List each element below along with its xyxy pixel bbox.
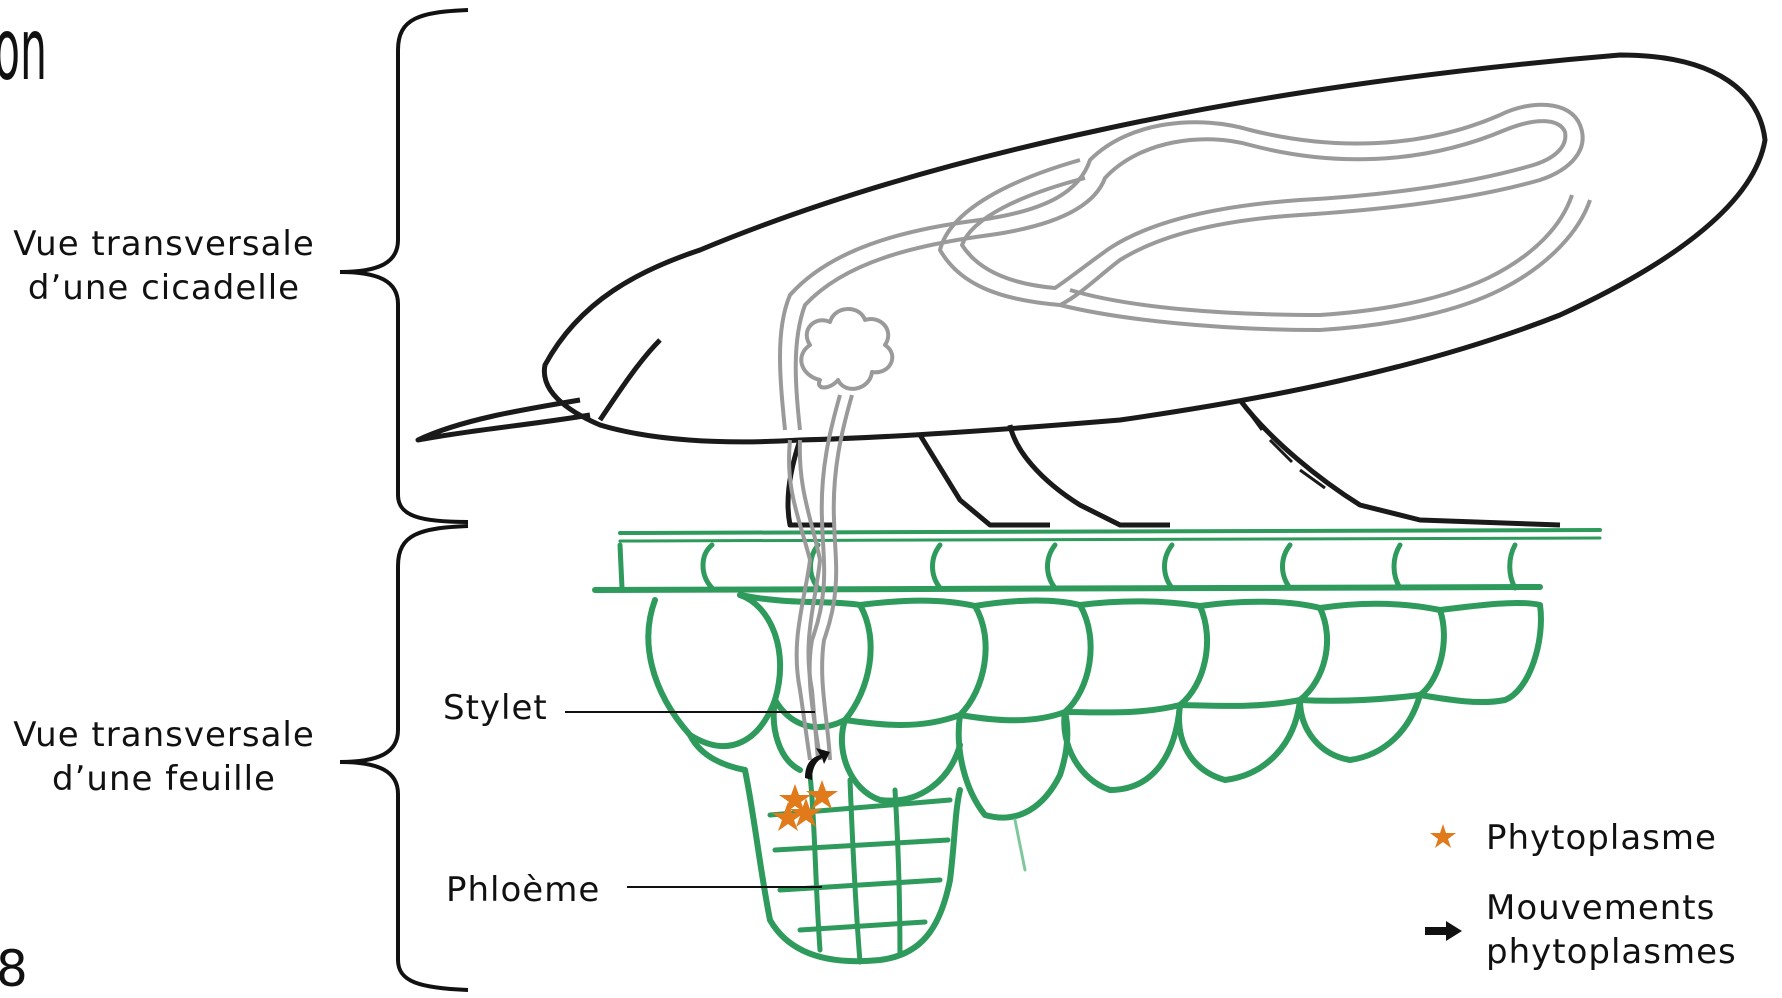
digestive-tract [780,105,1590,760]
legend-phytoplasme-label: Phytoplasme [1486,816,1717,860]
phloeme-label: Phloème [446,870,600,910]
arrow-right-icon [1425,921,1462,941]
leaf-section [595,530,1600,962]
insect-brace-label: Vue transversale d’une cicadelle [8,222,320,310]
leaf-brace [340,526,468,990]
legend-mouvements-line1: Mouvements [1486,886,1737,930]
leaf-brace-label: Vue transversale d’une feuille [8,713,320,801]
insect-label-line2: d’une cicadelle [8,266,320,310]
leaf-label-line2: d’une feuille [8,757,320,801]
stylet-label: Stylet [443,688,548,728]
star-icon [1430,824,1456,848]
insect-label-line1: Vue transversale [8,222,320,266]
phytoplasma-cluster [772,780,838,831]
legend: Phytoplasme [1486,816,1717,860]
leaf-label-line1: Vue transversale [8,713,320,757]
legend-movement: Mouvements phytoplasmes [1486,886,1737,974]
insect-brace [340,10,468,522]
legend-mouvements-line2: phytoplasmes [1486,930,1737,974]
